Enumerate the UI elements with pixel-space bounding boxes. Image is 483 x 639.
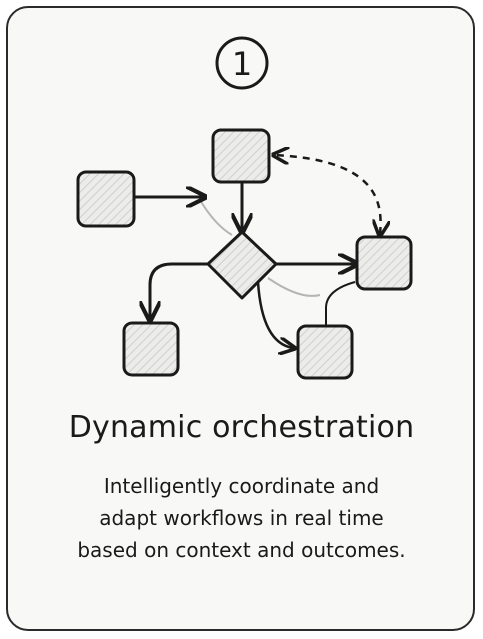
description-line: Intelligently coordinate and	[103, 474, 380, 498]
step-number-badge: 1	[215, 36, 269, 90]
edge-decision-to-bottom-right-node	[256, 281, 293, 348]
card-description: Intelligently coordinate and adapt workf…	[0, 470, 483, 566]
edge-right-node-to-top-node-dashed	[275, 155, 381, 234]
node-left	[76, 170, 136, 228]
faint-connector	[199, 199, 233, 236]
edge-decision-to-bottom-left-node	[150, 262, 208, 318]
step-number: 1	[232, 45, 252, 83]
node-right	[355, 235, 413, 291]
orchestration-diagram: 1	[76, 36, 413, 380]
card-title: Dynamic orchestration	[68, 410, 415, 445]
node-bottom-left	[122, 321, 180, 377]
node-top	[211, 128, 271, 184]
node-decision	[206, 230, 278, 300]
step-number-circle	[215, 36, 269, 90]
description-line: based on context and outcomes.	[77, 538, 406, 562]
feature-card	[6, 6, 475, 631]
description-line: adapt workflows in real time	[99, 506, 384, 530]
edge-bottom-right-node-to-right-node	[325, 281, 356, 326]
node-bottom-right	[296, 324, 354, 380]
faint-connector	[267, 277, 321, 297]
